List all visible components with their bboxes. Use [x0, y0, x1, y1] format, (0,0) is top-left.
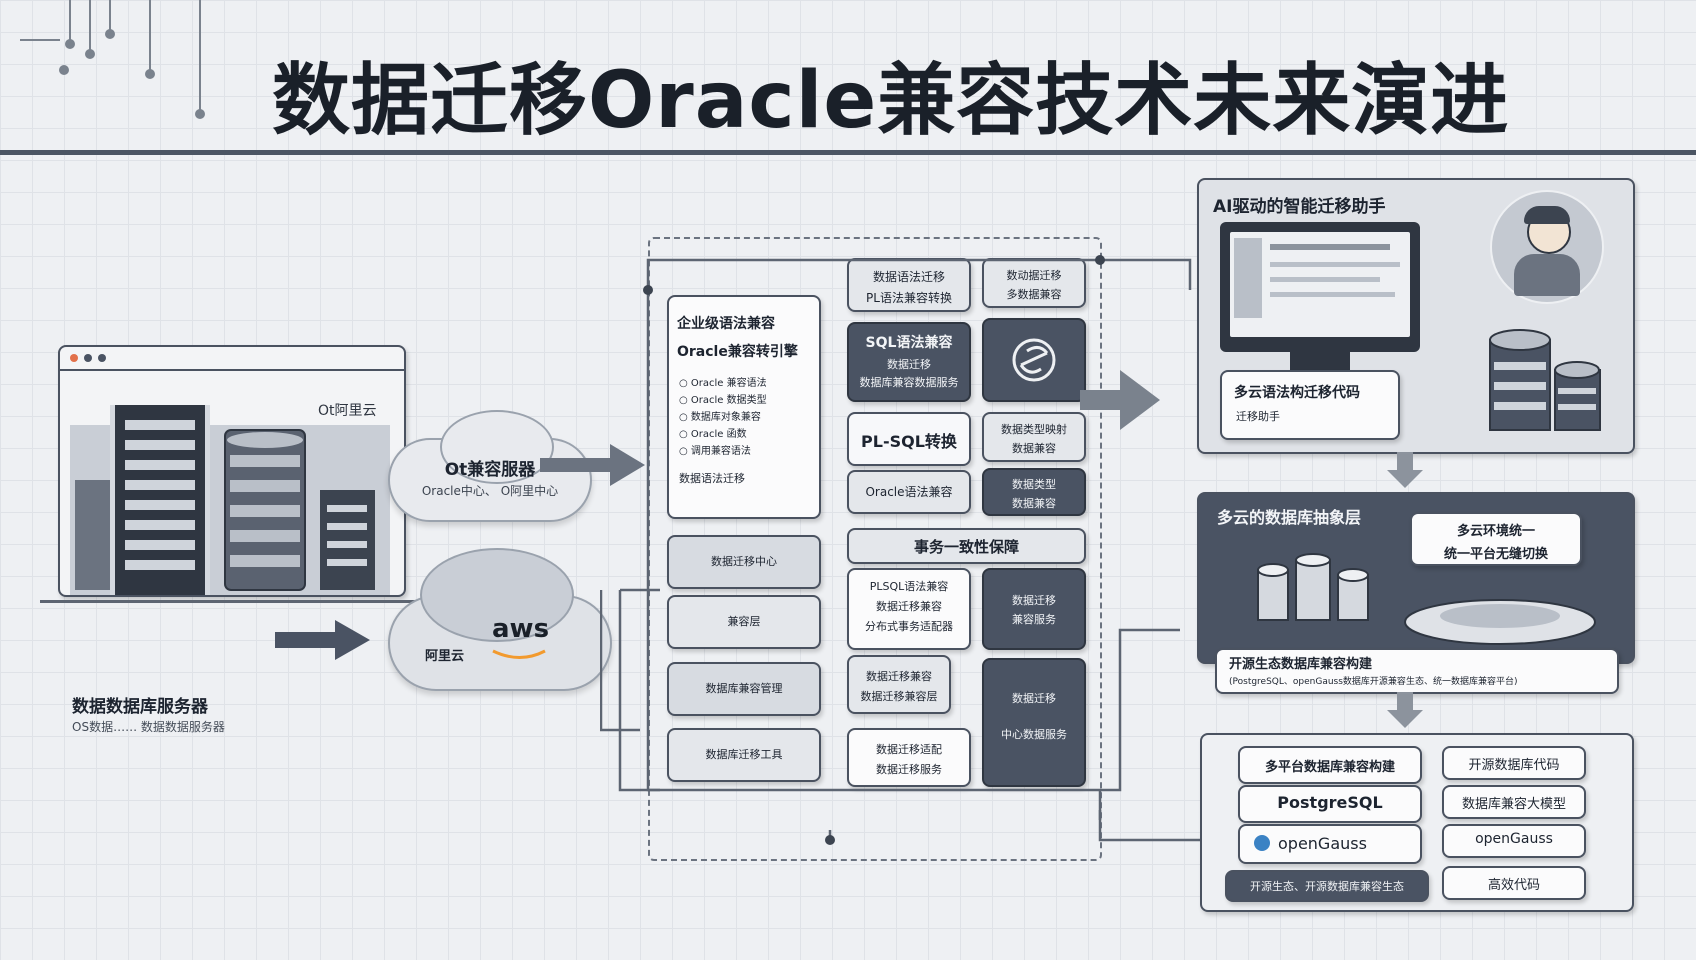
right-mid-box[interactable]: 数据类型映射 数据兼容: [982, 412, 1086, 462]
min-dot-icon: [84, 354, 92, 362]
max-dot-icon: [98, 354, 106, 362]
eco-right-2[interactable]: 数据库兼容大模型: [1442, 785, 1586, 819]
ai-panel-title: AI驱动的智能迁移助手: [1213, 197, 1386, 217]
circuit-decoration: [20, 0, 205, 119]
plsql-box[interactable]: PL-SQL转换: [847, 412, 971, 466]
arrow-down-icon: [1387, 452, 1423, 488]
aws-logo: aws: [492, 614, 550, 644]
engine-card: 企业级语法兼容 Oracle兼容转引擎 ○ Oracle 兼容语法 ○ Orac…: [667, 295, 821, 519]
eco-right-1[interactable]: 开源数据库代码: [1442, 746, 1586, 780]
stack-item-4[interactable]: 数据库迁移工具: [667, 728, 821, 782]
cloud-aliyun-label: 阿里云: [425, 649, 465, 664]
eco-right-4[interactable]: 高效代码: [1442, 866, 1586, 900]
close-dot-icon: [70, 354, 78, 362]
engine-title1: 企业级语法兼容: [677, 316, 775, 332]
multicloud-title: 多云的数据库抽象层: [1217, 508, 1362, 527]
window-titlebar: [60, 347, 404, 371]
server-rack-illustration: [70, 405, 390, 595]
bottom-b-box[interactable]: 数据迁移适配 数据迁移服务: [847, 728, 971, 787]
engine-footer: 数据语法迁移: [679, 472, 745, 485]
server-subcaption: OS数据…… 数据数据服务器: [72, 720, 225, 734]
multicloud-bubble[interactable]: 多云环境统一 统一平台无缝切换: [1410, 512, 1582, 566]
dark-right-a[interactable]: 数据迁移 兼容服务: [982, 568, 1086, 650]
eco-right-3[interactable]: openGauss: [1442, 824, 1586, 858]
stack-item-1[interactable]: 数据迁移中心: [667, 535, 821, 589]
monitor-icon: [1220, 222, 1420, 352]
eco-footer: 开源生态、开源数据库兼容生态: [1225, 870, 1429, 902]
postgresql-box[interactable]: PostgreSQL: [1238, 785, 1422, 823]
sync-icon: [1012, 338, 1056, 382]
eco-title-box: 多平台数据库兼容构建: [1238, 746, 1422, 784]
connector-lines: [600, 255, 1320, 845]
stack-item-2[interactable]: 兼容层: [667, 595, 821, 649]
mid-top-box[interactable]: 数据语法迁移 PL语法兼容转换: [847, 258, 971, 312]
right-top-box[interactable]: 数动据迁移 多数据兼容: [982, 258, 1086, 308]
sql-compat-box[interactable]: SQL语法兼容 数据迁移 数据库兼容数据服务: [847, 322, 971, 402]
ai-caption-card[interactable]: 多云语法构迁移代码 迁移助手: [1220, 370, 1400, 440]
engine-item: ○ Oracle 兼容语法: [679, 378, 767, 389]
arrow-right-icon: [275, 620, 370, 660]
txn-items-box[interactable]: PLSQL语法兼容 数据迁移兼容 分布式事务适配器: [847, 568, 971, 650]
divider: [0, 150, 1696, 155]
page-title: 数据迁移Oracle兼容技术未来演进: [272, 56, 1510, 146]
server-caption: 数据数据库服务器: [72, 697, 208, 717]
aws-smile-icon: [492, 649, 546, 659]
cloud-puff-2: [420, 548, 574, 642]
opengauss-box[interactable]: openGauss: [1238, 824, 1422, 864]
stack-item-3[interactable]: 数据库兼容管理: [667, 662, 821, 716]
base-line: [40, 600, 460, 603]
arrow-down-icon: [1387, 692, 1423, 728]
bottom-a-box[interactable]: 数据迁移兼容 数据迁移兼容层: [847, 655, 951, 714]
multicloud-illustration: [1257, 553, 1596, 645]
cloud-puff: [440, 410, 554, 484]
oss-card[interactable]: 开源生态数据库兼容构建 (PostgreSQL、openGauss数据库开源兼容…: [1215, 648, 1619, 694]
cloud-oracle-title: Ot兼容服器: [444, 460, 536, 480]
oracle-syntax-box[interactable]: Oracle语法兼容: [847, 470, 971, 514]
assistant-avatar-icon: [1490, 190, 1604, 304]
engine-item: ○ 数据库对象兼容: [679, 412, 761, 423]
txn-title-box: 事务一致性保障: [847, 528, 1086, 564]
cloud-oracle-sub: Oracle中心、 O阿里中心: [421, 484, 559, 498]
right-lower-box[interactable]: 数据类型 数据兼容: [982, 468, 1086, 516]
engine-item: ○ Oracle 函数: [679, 429, 747, 440]
engine-item: ○ 调用兼容语法: [679, 446, 751, 457]
engine-title2: Oracle兼容转引擎: [677, 344, 798, 360]
dark-right-b[interactable]: 数据迁移 中心数据服务: [982, 658, 1086, 787]
arrow-to-engine: [540, 444, 645, 486]
engine-item: ○ Oracle 数据类型: [679, 395, 767, 406]
opengauss-logo-icon: [1254, 835, 1270, 851]
database-stack-icon: [1489, 329, 1601, 431]
monitor-stand: [1290, 352, 1350, 372]
vendor-badge: Ot阿里云: [318, 403, 377, 419]
sync-icon-box[interactable]: [982, 318, 1086, 402]
